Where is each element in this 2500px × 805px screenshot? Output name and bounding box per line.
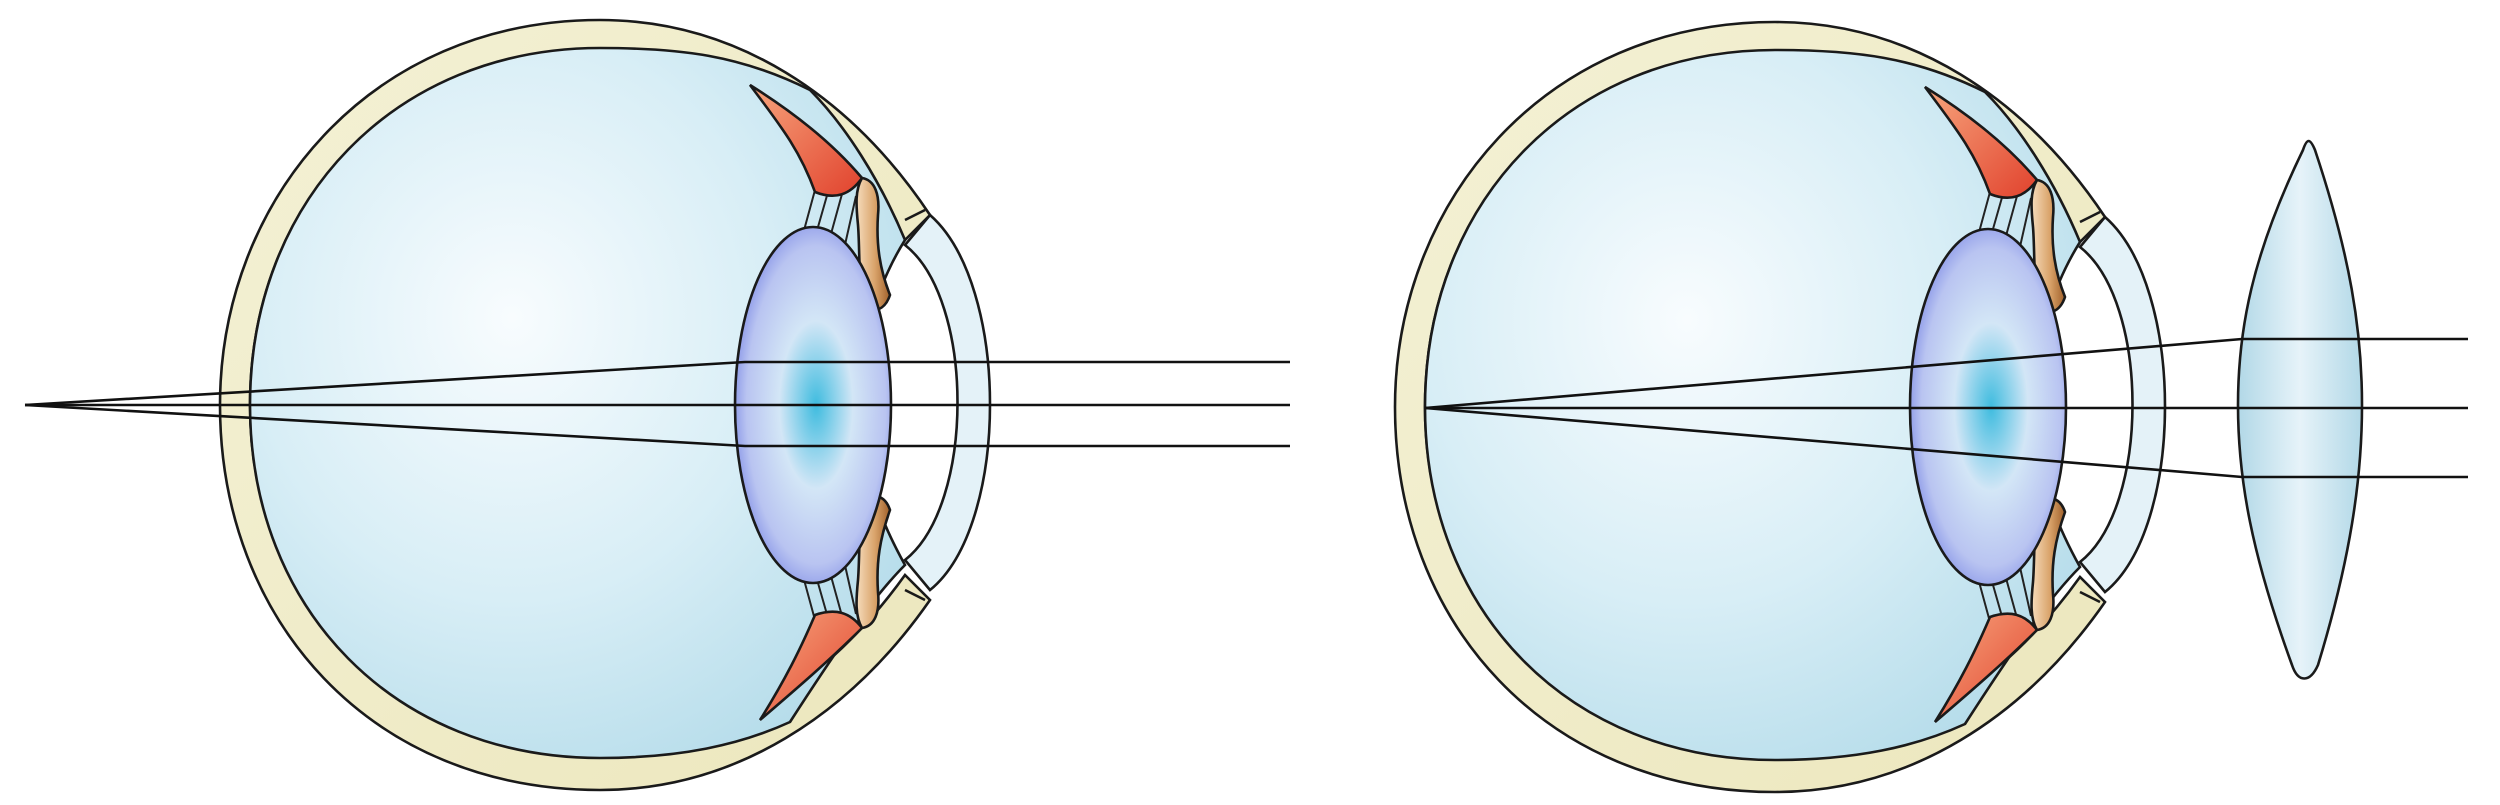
light-rays [24, 360, 1290, 448]
light-ray-lower-corrected [1424, 406, 2468, 479]
eye-panel-corrected [1393, 20, 2468, 794]
light-rays-corrected [1424, 337, 2468, 479]
light-ray-lower [24, 403, 1290, 448]
corrective-convex-lens [2236, 139, 2364, 680]
light-ray-upper [24, 360, 1290, 407]
eye-panel-uncorrected [24, 18, 1290, 792]
light-ray-upper-corrected [1424, 337, 2468, 410]
